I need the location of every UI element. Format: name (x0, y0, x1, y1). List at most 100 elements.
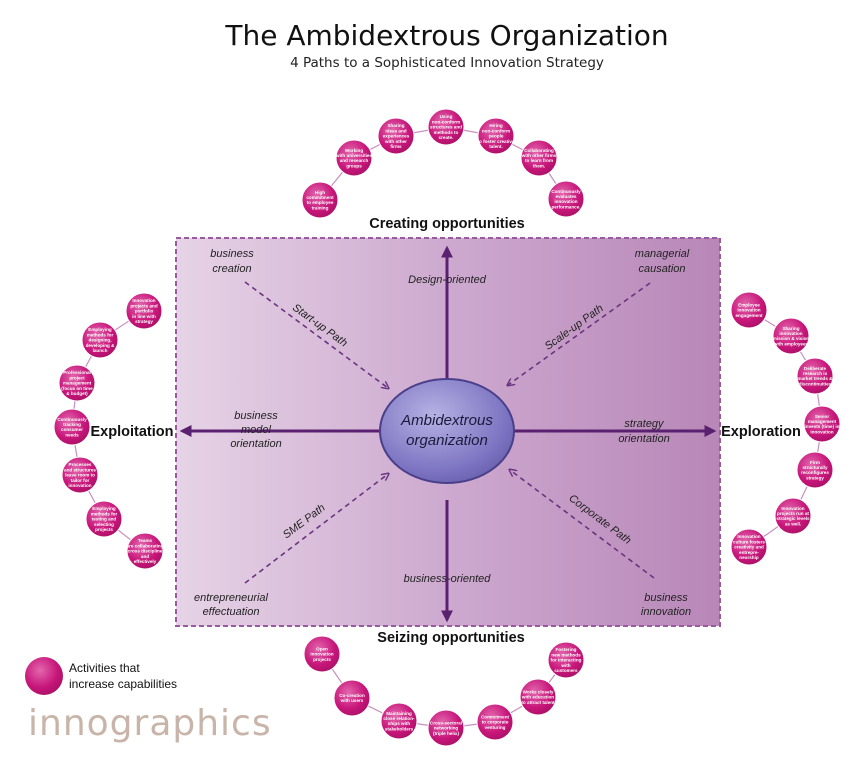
axis-label-business-model-1: business (234, 410, 278, 422)
activity-bubble-text: Cross-sectoral (430, 720, 462, 725)
activity-bubble-text: in line with (132, 314, 156, 319)
activity-bubble-circle (126, 532, 164, 570)
activity-bubble-circle (730, 528, 768, 566)
axis-label-design-oriented: Design-oriented (408, 274, 487, 286)
axis-label-strategy-2: orientation (618, 433, 669, 445)
activity-bubble-text: Continuously (57, 417, 87, 422)
activity-bubble-text: strategy (135, 319, 153, 324)
legend-line1: Activities that (69, 661, 140, 675)
activity-bubble-text: new methods (551, 652, 581, 657)
corner-label-managerial-1: managerial (635, 248, 690, 260)
center-label-line1: Ambidextrous (400, 412, 493, 429)
activity-bubble-text: discontinuities (799, 381, 832, 386)
activity-bubble-text: Collaborating (524, 148, 554, 153)
activity-bubble-text: with other (384, 139, 407, 144)
activity-bubble-circle (301, 181, 339, 219)
activity-bubble-circle (796, 357, 834, 395)
axis-label-business-oriented: business-oriented (404, 573, 492, 585)
activity-bubble-text: with other firms (521, 153, 557, 158)
activity-bubble-text: launch (93, 348, 108, 353)
activity-bubble-text: non-conform (482, 128, 510, 133)
activity-bubble-text: Co-creation (339, 693, 365, 698)
corner-label-business-creation-2: creation (212, 263, 251, 275)
legend-bubble-icon (25, 657, 63, 695)
activity-bubble-text: to learn from (525, 158, 553, 163)
activity-bubble-circle (730, 291, 768, 329)
activity-bubble-text: innovation (310, 652, 333, 657)
activity-bubble-text: commitment (306, 195, 334, 200)
activity-bubble-text: and structures (64, 467, 96, 472)
activity-bubble-text: groups (346, 163, 362, 168)
activity-bubble-text: to corporate (482, 720, 509, 725)
activity-bubble-text: Firm (810, 460, 820, 465)
activity-bubble-text: methods for (91, 511, 118, 516)
activity-bubble-circle (796, 451, 834, 489)
activity-bubble-text: developing & (86, 343, 116, 348)
activity-bubble-text: ships with (388, 721, 411, 726)
corner-label-business-innovation-2: innovation (641, 606, 691, 618)
activity-bubble-text: needs (65, 432, 79, 437)
activity-bubble-text: (triple helix) (433, 731, 460, 736)
activity-bubble-text: Employing (88, 327, 112, 332)
activity-bubble-text: Fostering (556, 647, 577, 652)
activity-bubble-text: venturing (485, 725, 506, 730)
page-subtitle: 4 Paths to a Sophisticated Innovation St… (290, 55, 604, 71)
activity-bubble-text: talent. (489, 144, 503, 149)
activity-bubble-text: Hiring (489, 123, 502, 128)
activity-bubble-text: Innovation (132, 298, 155, 303)
activity-bubble-circle (335, 139, 373, 177)
heading-seizing-opportunities: Seizing opportunities (377, 630, 524, 646)
activity-bubble-text: customers (554, 668, 578, 673)
activity-bubble-text: people (489, 134, 504, 139)
activity-bubble-text: methods for (87, 332, 114, 337)
corner-label-managerial-2: causation (638, 263, 685, 275)
activity-bubble-text: Innovation (781, 506, 804, 511)
activity-bubble-circle (377, 117, 415, 155)
activity-bubble-circle (476, 703, 514, 741)
activity-bubble-text: innovation (554, 199, 577, 204)
activity-bubble-text: leave room to (65, 473, 95, 478)
activity-bubble-text: and research (340, 158, 369, 163)
activity-bubble-text: strategy (806, 475, 824, 480)
corner-label-business-creation-1: business (210, 248, 254, 260)
activity-bubble-circle (85, 500, 123, 538)
activity-bubble-text: selecting (94, 522, 114, 527)
activity-bubble-text: to foster creative (477, 139, 514, 144)
activity-bubble-circle (53, 408, 91, 446)
activity-bubble-text: close relation- (383, 716, 415, 721)
activity-bubble-text: to employee (307, 200, 334, 205)
activity-bubble-circle (547, 641, 585, 679)
activity-bubble-text: Processes (69, 462, 92, 467)
activity-bubble-text: engagement (735, 313, 763, 318)
activity-bubble-circle (427, 709, 465, 747)
activity-bubble-text: management (808, 419, 837, 424)
sme-path-arrow (244, 474, 388, 584)
activity-bubble-top-7: Continuouslyevaluatesinnovationperforman… (547, 180, 585, 218)
activity-bubble-text: project (69, 375, 85, 380)
activity-bubble-text: tracking (63, 422, 81, 427)
activity-bubble-circle (774, 497, 812, 535)
activity-bubble-text: research is (803, 371, 828, 376)
activity-bubble-text: methods to (434, 130, 459, 135)
activity-bubble-text: portfolio (135, 309, 154, 314)
activity-bubble-text: innovation (779, 331, 802, 336)
activity-bubble-text: projects and (130, 303, 158, 308)
activity-bubble-circle (477, 117, 515, 155)
activity-bubble-text: are collaborating (126, 543, 163, 548)
activity-bubble-text: Deliberate (804, 366, 827, 371)
activity-bubble-text: Commitment (481, 714, 510, 719)
